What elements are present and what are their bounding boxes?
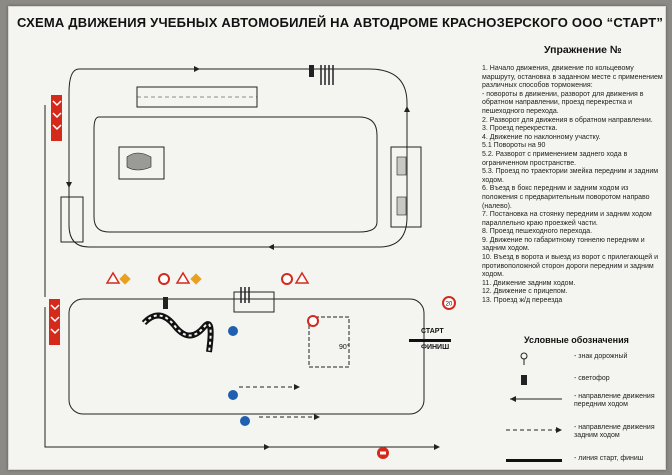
legend-item-start-finish: - линия старт, финиш — [504, 453, 664, 469]
route-map: 90° 20 — [44, 65, 456, 459]
turn-area — [118, 146, 165, 180]
reverse-arrow-icon — [506, 427, 562, 433]
exercise-step: 8. Проезд пешеходного перехода. — [482, 228, 593, 236]
finish-label: ФИНИШ — [421, 344, 450, 351]
exercise-step: - повороты в движении, разворот для движ… — [482, 90, 644, 115]
inner-route — [93, 116, 378, 233]
svg-text:20: 20 — [446, 302, 453, 308]
legend-title: Условные обозначения — [524, 335, 629, 345]
traffic-light-icon — [163, 65, 314, 309]
chevron-sign-bottom — [49, 299, 60, 345]
vehicle-box-2 — [396, 196, 407, 216]
start-finish-line — [409, 339, 451, 342]
pedestrian-crossing-top — [320, 65, 334, 85]
speed-limit-sign: 20 — [442, 296, 456, 310]
start-finish-line-icon — [506, 459, 562, 462]
legend-item-traffic-light: - светофор — [504, 373, 664, 389]
exercise-steps: 1. Начало движения, движение по кольцево… — [482, 65, 664, 306]
exercise-step: 13. Проезд ж/д переезда — [482, 297, 563, 305]
exercise-title: Упражнение № — [544, 44, 622, 56]
exercise-step: 2. Разворот для движения в обратном напр… — [482, 116, 653, 124]
road-sign-icon — [520, 352, 528, 365]
exercise-step: 4. Движение по наклонному участку. — [482, 133, 601, 141]
exercise-step: 1. Начало движения, движение по кольцево… — [482, 65, 663, 90]
lower-return-route — [44, 307, 440, 450]
start-label: СТАРТ — [421, 328, 444, 335]
exercise-step: 7. Постановка на стоянку передним и задн… — [482, 211, 652, 227]
legend-panel: Упражнение № 1. Начало движения, движени… — [464, 39, 664, 467]
legend-item-reverse: - направление движения задним ходом — [504, 422, 664, 442]
crossroads — [233, 291, 275, 313]
lower-zone-border — [68, 298, 425, 415]
exercise-step: 6. Въезд в бокс передним и задним ходом … — [482, 185, 650, 210]
gauge-tunnel — [308, 316, 350, 368]
warning-sign-icon — [105, 271, 310, 285]
legend-item-forward: - направление движения передним ходом — [504, 391, 664, 411]
board-title: СХЕМА ДВИЖЕНИЯ УЧЕБНЫХ АВТОМОБИЛЕЙ НА АВ… — [17, 15, 664, 30]
exercise-step: 12. Движение с прицепом. — [482, 288, 568, 296]
pedestrian-crossing-bottom — [240, 287, 250, 303]
exercise-step: 3. Проезд перекрестка. — [482, 125, 558, 133]
vehicle-box-1 — [396, 156, 407, 176]
training-ground-board: СХЕМА ДВИЖЕНИЯ УЧЕБНЫХ АВТОМОБИЛЕЙ НА АВ… — [8, 6, 666, 470]
traffic-light-icon — [521, 375, 527, 385]
exercise-step: 5.3. Проезд по траектории змейка передни… — [482, 168, 659, 184]
angle-label: 90° — [339, 343, 350, 351]
road-sign-icon — [158, 273, 389, 459]
exercise-step: 5.1 Повороты на 90 — [482, 142, 546, 150]
incline-section — [390, 146, 422, 228]
chevron-sign-top — [51, 95, 62, 141]
ring-route — [68, 68, 408, 248]
exercise-step: 9. Движение по габаритному тоннелю перед… — [482, 236, 645, 253]
exercise-step: 10. Въезд в ворота и выезд из ворот с пр… — [482, 254, 659, 279]
left-building — [60, 196, 84, 243]
forward-arrow-icon — [510, 396, 562, 402]
legend-item-road-sign: - знак дорожный — [504, 351, 664, 367]
car-shape — [126, 152, 152, 171]
exercise-step: 11. Движение задним ходом. — [482, 279, 576, 287]
exercise-step: 5.2. Разворот с применением заднего хода… — [482, 150, 628, 167]
snake-trajectory — [141, 312, 214, 353]
